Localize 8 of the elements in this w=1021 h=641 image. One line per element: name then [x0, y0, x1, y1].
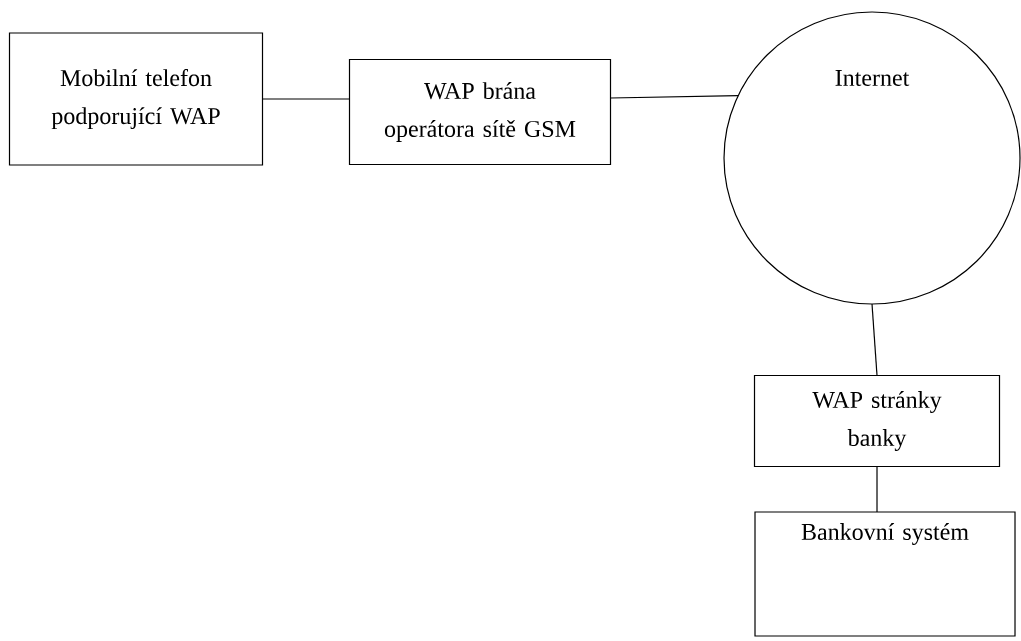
process-box: WAP brána operátora sítě GSM — [348, 58, 612, 166]
process-box: Mobilní telefon podporující WAP — [8, 32, 264, 166]
connector-line — [871, 303, 878, 377]
connector-line — [609, 95, 739, 99]
process-box: Bankovní systém — [754, 511, 1016, 637]
connector-line — [261, 98, 351, 100]
connector-line — [876, 465, 878, 513]
process-box: WAP stránky banky — [753, 374, 1001, 468]
